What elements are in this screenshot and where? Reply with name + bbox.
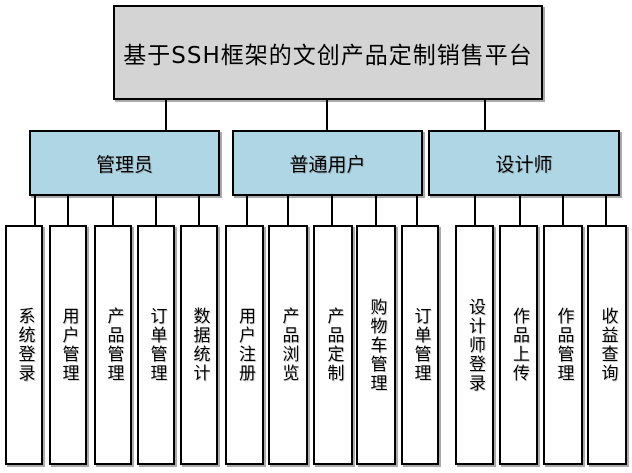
connector-line	[562, 195, 564, 225]
connector-line	[375, 195, 377, 225]
leaf-node: 收益查询	[587, 225, 627, 465]
connector-line	[155, 195, 157, 225]
connector-line	[246, 195, 248, 225]
leaf-node-label: 订单管理	[410, 307, 431, 383]
leaf-node-label: 收益查询	[597, 307, 618, 383]
branch-node-label: 管理员	[95, 153, 153, 176]
connector-line	[67, 195, 69, 225]
leaf-node-label: 用户注册	[235, 307, 255, 383]
leaf-node: 订单管理	[137, 225, 175, 465]
connector-line	[198, 195, 200, 225]
leaf-node-label: 产品定制	[323, 307, 344, 383]
leaf-node: 数据统计	[180, 225, 218, 465]
leaf-node-label: 购物车管理	[366, 297, 387, 393]
connector-line	[34, 195, 36, 225]
leaf-node-label: 订单管理	[146, 307, 167, 383]
leaf-node: 设计师登录	[455, 225, 494, 465]
branch-node-label: 普通用户	[289, 153, 366, 176]
leaf-node-label: 设计师登录	[465, 297, 485, 393]
leaf-node: 作品管理	[543, 225, 583, 465]
branch-node-label: 设计师	[495, 153, 553, 176]
connector-line	[474, 195, 476, 225]
connector-line	[484, 99, 486, 130]
connector-line	[112, 195, 114, 225]
leaf-node: 作品上传	[499, 225, 538, 465]
leaf-node: 产品定制	[313, 225, 353, 465]
leaf-node-label: 作品上传	[509, 307, 529, 383]
connector-line	[326, 99, 328, 130]
leaf-node-label: 产品浏览	[278, 307, 299, 383]
branch-node-admin: 管理员	[29, 130, 220, 196]
leaf-node: 用户管理	[49, 225, 87, 465]
connector-line	[519, 195, 521, 225]
leaf-node-label: 系统登录	[14, 307, 35, 383]
connector-line	[416, 195, 418, 225]
connector-line	[605, 195, 607, 225]
root-node-label: 基于SSH框架的文创产品定制销售平台	[123, 42, 533, 69]
leaf-node: 产品管理	[94, 225, 132, 465]
branch-node-user: 普通用户	[232, 130, 423, 196]
connector-line	[165, 99, 167, 130]
leaf-node: 系统登录	[5, 225, 43, 465]
leaf-node-label: 数据统计	[189, 307, 210, 383]
leaf-node: 购物车管理	[356, 225, 396, 465]
branch-node-designer: 设计师	[428, 130, 620, 196]
leaf-node-label: 用户管理	[58, 307, 79, 383]
leaf-node: 用户注册	[225, 225, 264, 465]
root-node: 基于SSH框架的文创产品定制销售平台	[113, 5, 543, 100]
connector-line	[331, 195, 333, 225]
connector-line	[287, 195, 289, 225]
leaf-node: 产品浏览	[268, 225, 308, 465]
leaf-node-label: 作品管理	[553, 307, 574, 383]
leaf-node-label: 产品管理	[103, 307, 124, 383]
leaf-node: 订单管理	[401, 225, 439, 465]
